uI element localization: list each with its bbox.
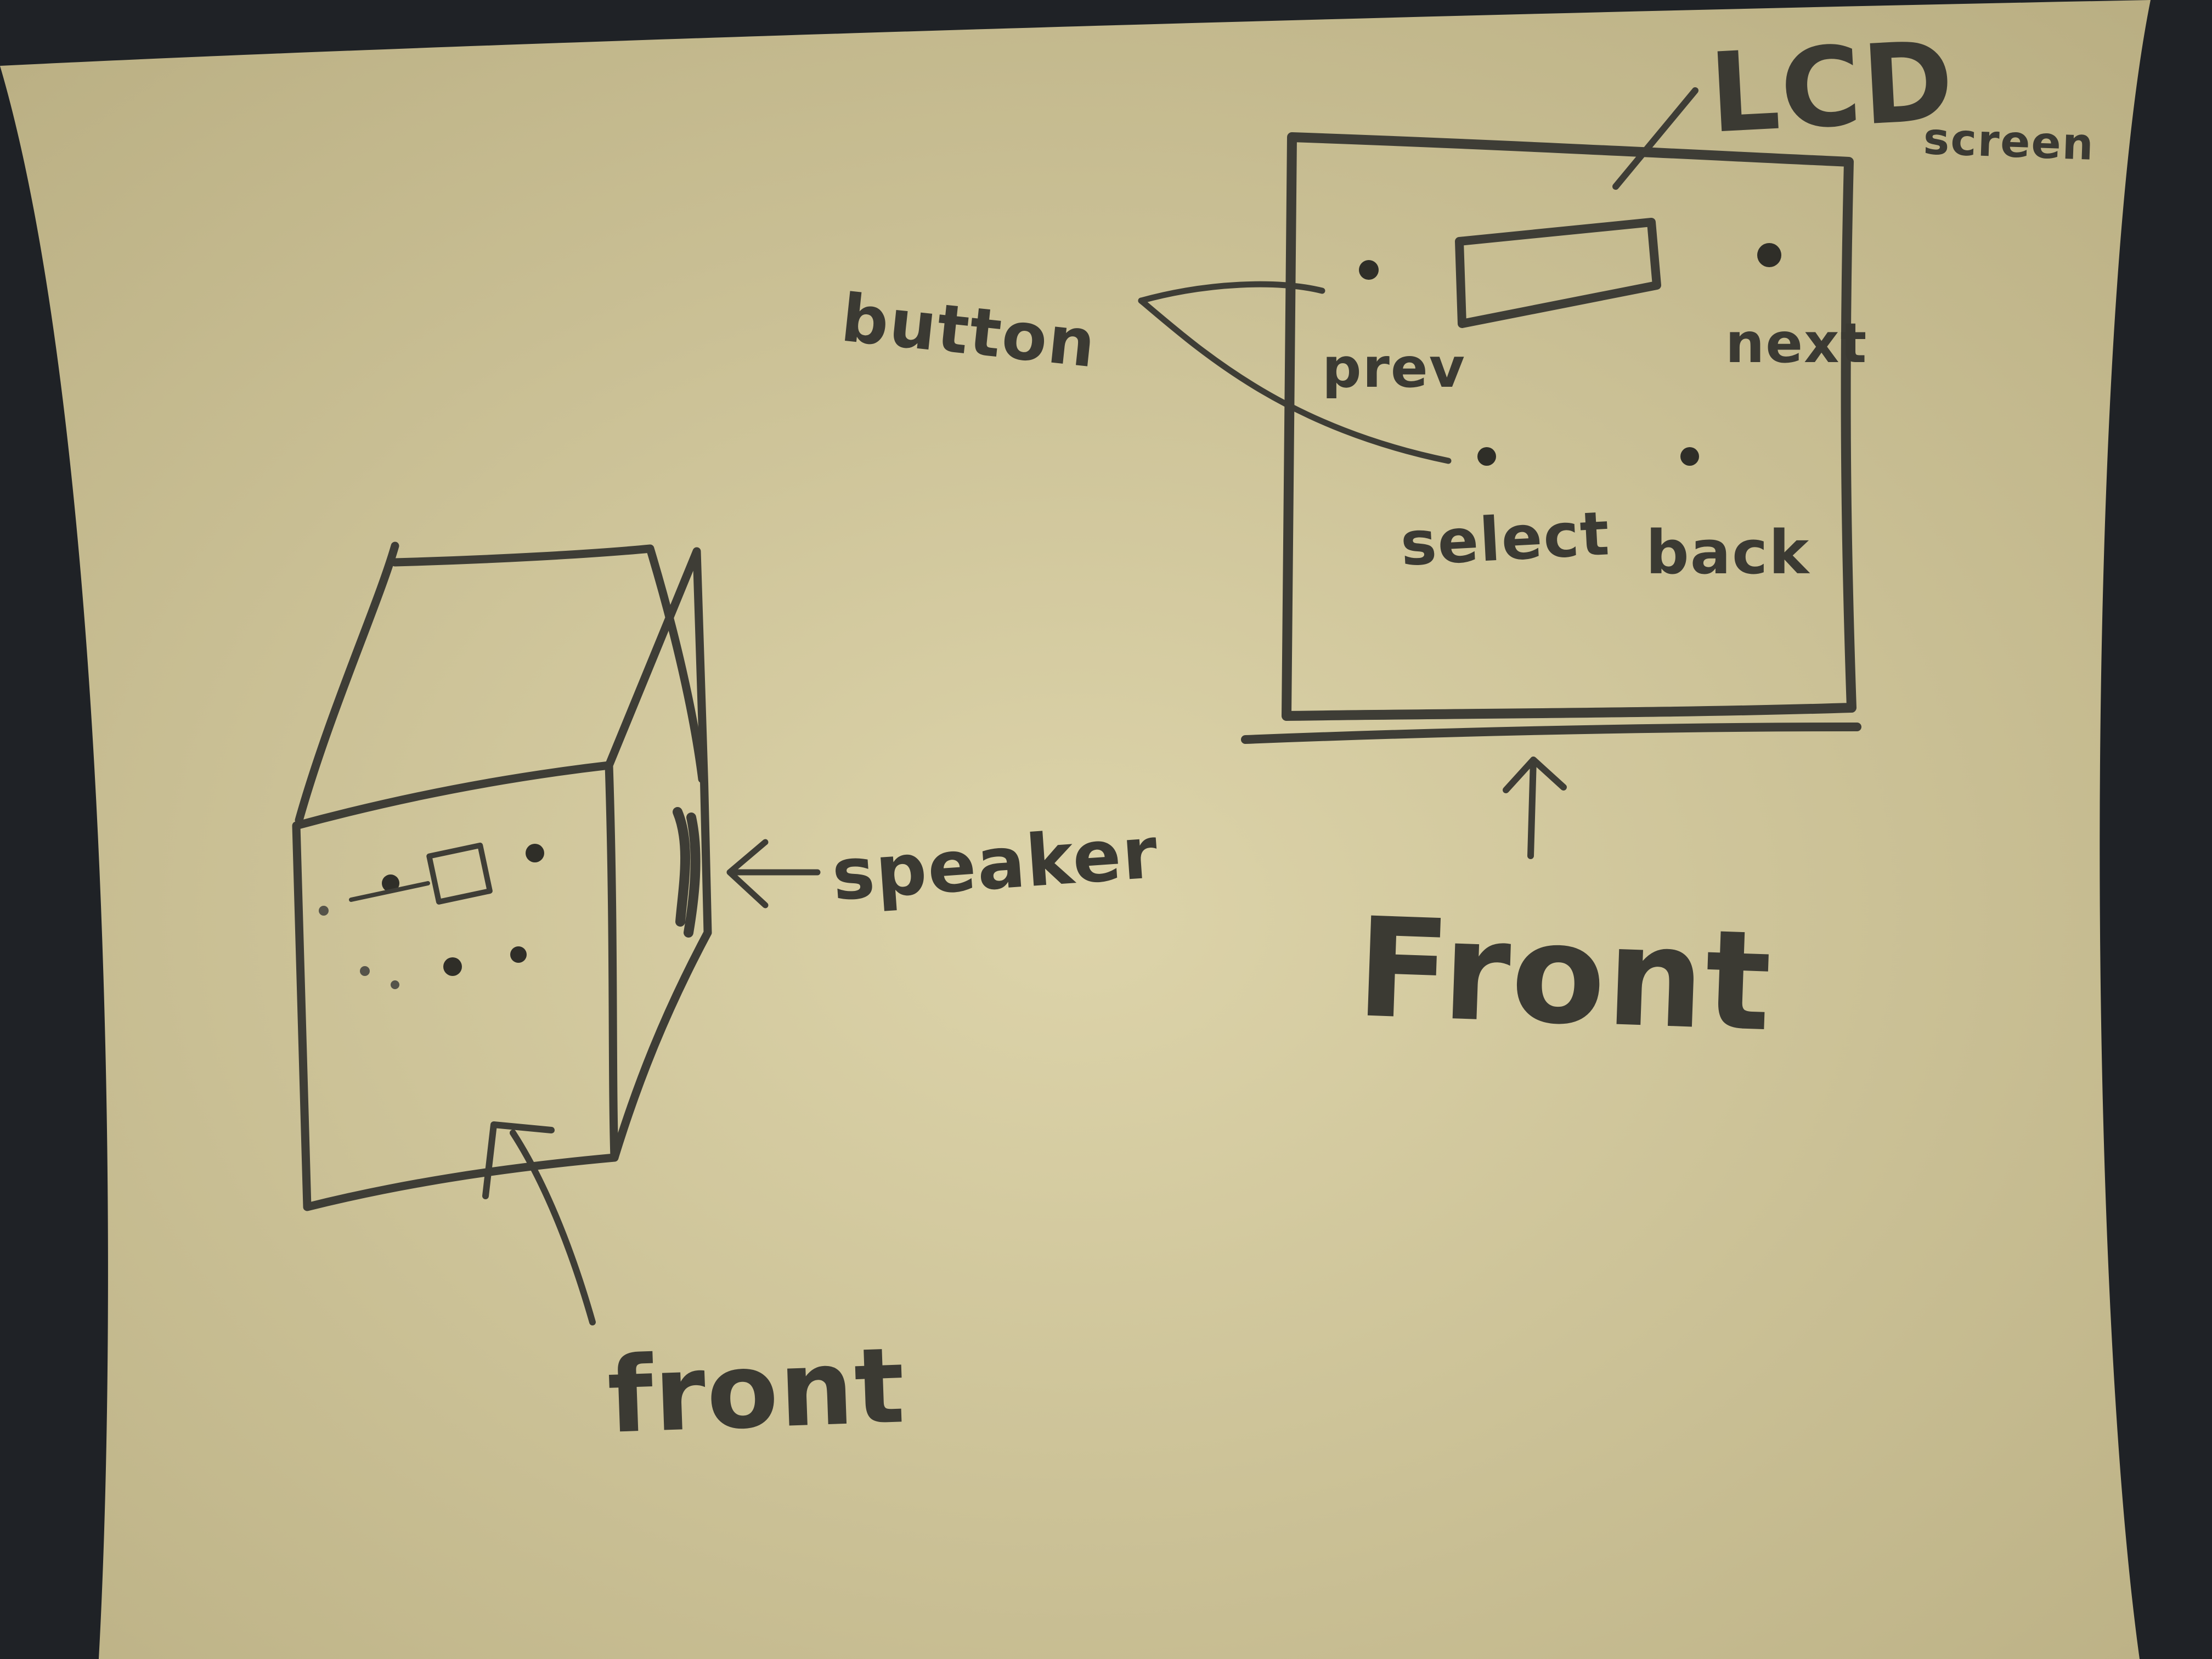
box-small-dot — [319, 906, 329, 916]
back-label: back — [1646, 517, 1810, 588]
lcd-label: LCD — [1706, 18, 1957, 158]
button-select-dot — [1477, 447, 1496, 466]
box-small-dot — [360, 966, 370, 976]
box-small-dot — [391, 980, 399, 989]
box-button-dot — [510, 946, 527, 963]
screen-label: screen — [1922, 113, 2095, 170]
button-prev-dot — [1359, 260, 1379, 280]
box-button-dot — [526, 844, 544, 862]
next-label: next — [1725, 311, 1867, 375]
box-view-front-label: front — [606, 1325, 907, 1457]
prev-label: prev — [1322, 336, 1466, 400]
box-button-dot — [443, 957, 462, 976]
button-back-dot — [1680, 447, 1699, 466]
button-next-dot — [1757, 243, 1781, 267]
speaker-mark — [678, 812, 696, 933]
select-label: select — [1399, 498, 1612, 579]
front-view-front-label: Front — [1354, 888, 1775, 1062]
